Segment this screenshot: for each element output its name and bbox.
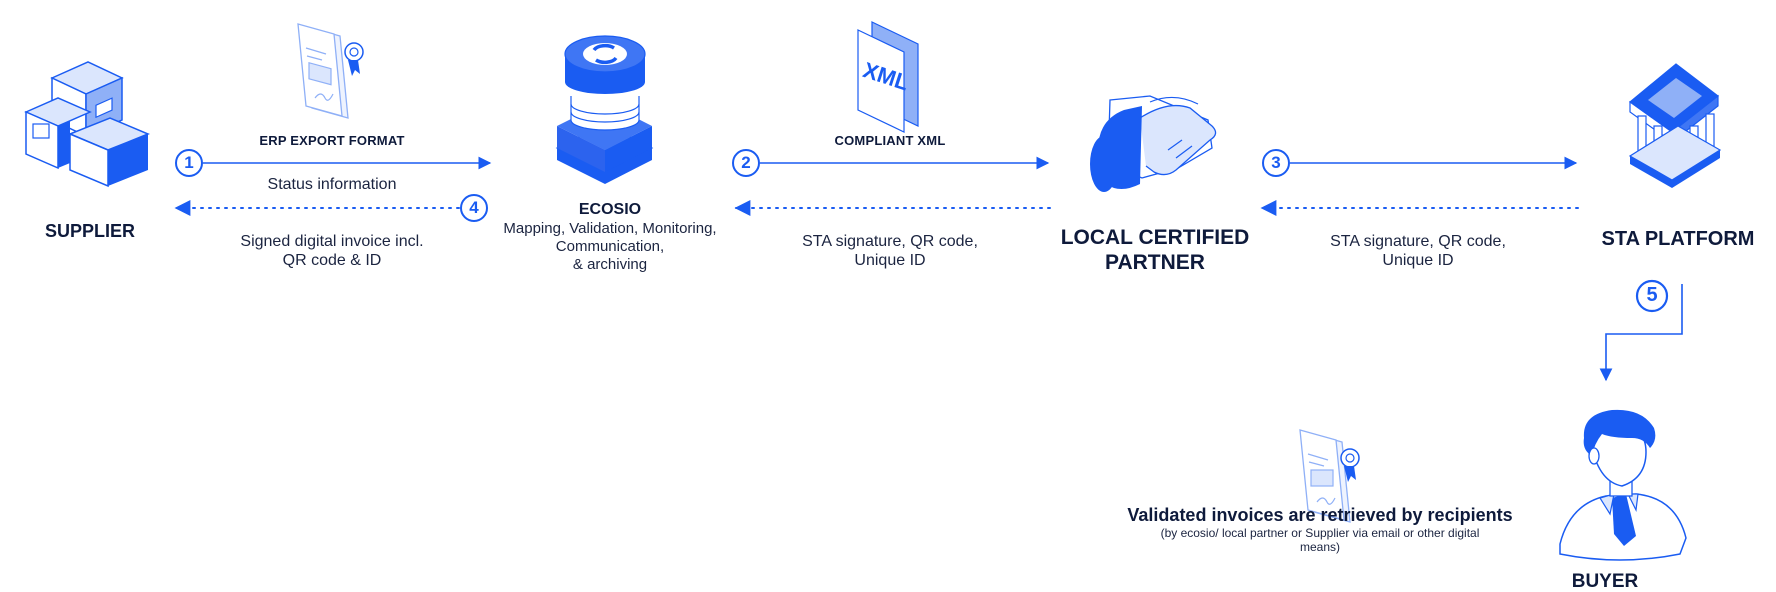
- partner-label: LOCAL CERTIFIED PARTNER: [1040, 225, 1270, 275]
- step-4-number: 4: [469, 198, 479, 217]
- step-5-number: 5: [1646, 284, 1658, 306]
- partner-to-ecosio-line-1: STA signature, QR code,: [802, 233, 978, 250]
- step-4-badge: 4: [461, 198, 487, 218]
- signed-invoice-line-1: Signed digital invoice incl.: [240, 233, 424, 250]
- signed-invoice-label: Signed digital invoice incl. QR code & I…: [222, 232, 442, 270]
- erp-export-format-label: ERP EXPORT FORMAT: [259, 133, 405, 148]
- step-3-badge: 3: [1263, 153, 1289, 173]
- partner-to-ecosio-line-2: Unique ID: [854, 252, 926, 269]
- retrieval-note: Validated invoices are retrieved by reci…: [1110, 504, 1530, 554]
- partner-to-ecosio-label: STA signature, QR code, Unique ID: [780, 232, 1000, 270]
- retrieval-title: Validated invoices are retrieved by reci…: [1127, 505, 1513, 525]
- step-1-arrow: [175, 149, 492, 177]
- status-information-label: Status information: [267, 176, 397, 193]
- step-5-badge: 5: [1637, 284, 1667, 307]
- invoice-document-icon: [297, 23, 364, 119]
- ecosio-label-group: ECOSIO Mapping, Validation, Monitoring, …: [490, 200, 730, 274]
- retrieval-note-line-1: (by ecosio/ local partner or Supplier vi…: [1160, 526, 1480, 540]
- buyer-label: BUYER: [1571, 571, 1639, 592]
- sta-to-partner-line-1: STA signature, QR code,: [1330, 233, 1506, 250]
- sta-platform-label: STA PLATFORM: [1601, 228, 1755, 250]
- government-building-icon: [1628, 63, 1722, 188]
- step-3-arrow: [1262, 149, 1578, 177]
- ecosio-description-line-2: Communication,: [555, 238, 665, 255]
- xml-file-icon: XML: [857, 21, 919, 133]
- database-sync-icon: [555, 35, 654, 184]
- compliant-xml-label: COMPLIANT XML: [834, 133, 946, 148]
- step-1-number: 1: [184, 153, 194, 172]
- sta-to-partner-label: STA signature, QR code, Unique ID: [1308, 232, 1528, 270]
- step-2-arrow: [732, 149, 1050, 177]
- supplier-label: SUPPLIER: [44, 221, 136, 241]
- step-3-number: 3: [1271, 153, 1281, 172]
- step-4-arrow: [174, 194, 488, 222]
- step-2-badge: 2: [733, 153, 759, 173]
- boxes-icon: [24, 61, 150, 188]
- person-icon: [1559, 409, 1687, 561]
- handshake-icon: [1090, 95, 1217, 192]
- partner-label-line-2: PARTNER: [1105, 251, 1205, 274]
- ecosio-description-line-1: Mapping, Validation, Monitoring,: [503, 220, 717, 237]
- signed-invoice-line-2: QR code & ID: [282, 252, 382, 269]
- step-5-arrow: [1599, 279, 1683, 382]
- retrieval-note-line-2: means): [1299, 540, 1340, 554]
- ecosio-description-line-3: & archiving: [572, 256, 648, 273]
- ecosio-title: ECOSIO: [578, 201, 642, 218]
- step-2-number: 2: [741, 153, 751, 172]
- invoice-document-icon: [1299, 429, 1360, 523]
- sta-to-partner-line-2: Unique ID: [1382, 252, 1454, 269]
- step-1-badge: 1: [176, 153, 202, 173]
- partner-label-line-1: LOCAL CERTIFIED: [1060, 226, 1250, 249]
